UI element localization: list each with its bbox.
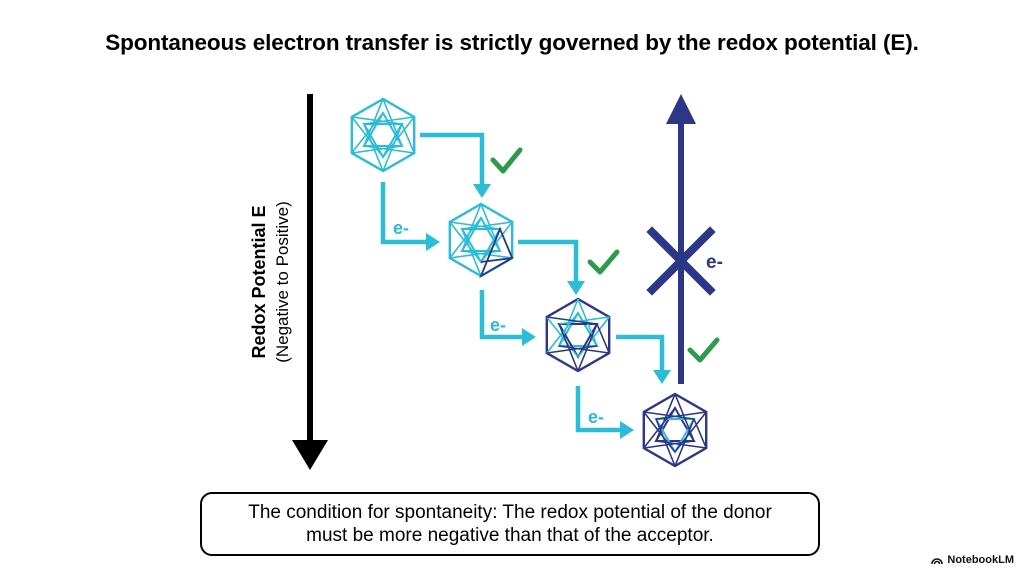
electron-label-blocked: e- xyxy=(706,252,723,273)
watermark: NotebookLM xyxy=(931,554,1014,566)
axis-label: Redox Potential E xyxy=(249,205,269,358)
electron-label-1: e- xyxy=(393,218,409,238)
electron-path-2 xyxy=(479,290,524,340)
transfer-path-2 xyxy=(518,239,579,283)
reverse-transfer-arrow xyxy=(666,94,696,384)
check-icon xyxy=(490,147,523,174)
watermark-text: NotebookLM xyxy=(947,554,1014,566)
electron-label-2: e- xyxy=(490,315,506,335)
transfer-arrowhead-3 xyxy=(653,370,671,384)
cross-icon xyxy=(646,226,716,296)
transfer-path-3 xyxy=(616,334,665,372)
cluster-3-icosahedron-icon xyxy=(545,297,611,373)
electron-label-3: e- xyxy=(588,407,604,427)
page-title: Spontaneous electron transfer is strictl… xyxy=(105,30,919,55)
cluster-1-icosahedron-icon xyxy=(350,97,416,173)
redox-axis xyxy=(292,94,328,470)
electron-arrowhead-2 xyxy=(522,328,536,346)
cluster-2-icosahedron-icon xyxy=(450,204,512,276)
electron-arrowhead-3 xyxy=(620,421,634,439)
condition-box: The condition for spontaneity: The redox… xyxy=(200,492,820,556)
condition-line-2: must be more negative than that of the a… xyxy=(306,525,714,546)
transfer-path-1 xyxy=(420,132,485,186)
axis-sublabel: (Negative to Positive) xyxy=(273,201,292,363)
electron-path-1 xyxy=(380,182,428,245)
transfer-arrowhead-1 xyxy=(473,184,491,198)
notebooklm-logo-icon xyxy=(931,557,944,564)
electron-path-3 xyxy=(575,386,622,433)
axis-arrowhead xyxy=(292,440,328,470)
check-icon xyxy=(587,249,620,275)
condition-line-1: The condition for spontaneity: The redox… xyxy=(248,502,772,523)
electron-arrowhead-1 xyxy=(426,233,440,251)
transfer-arrowhead-2 xyxy=(567,281,585,295)
check-icon xyxy=(687,337,720,363)
cluster-4-icosahedron-icon xyxy=(642,392,708,468)
